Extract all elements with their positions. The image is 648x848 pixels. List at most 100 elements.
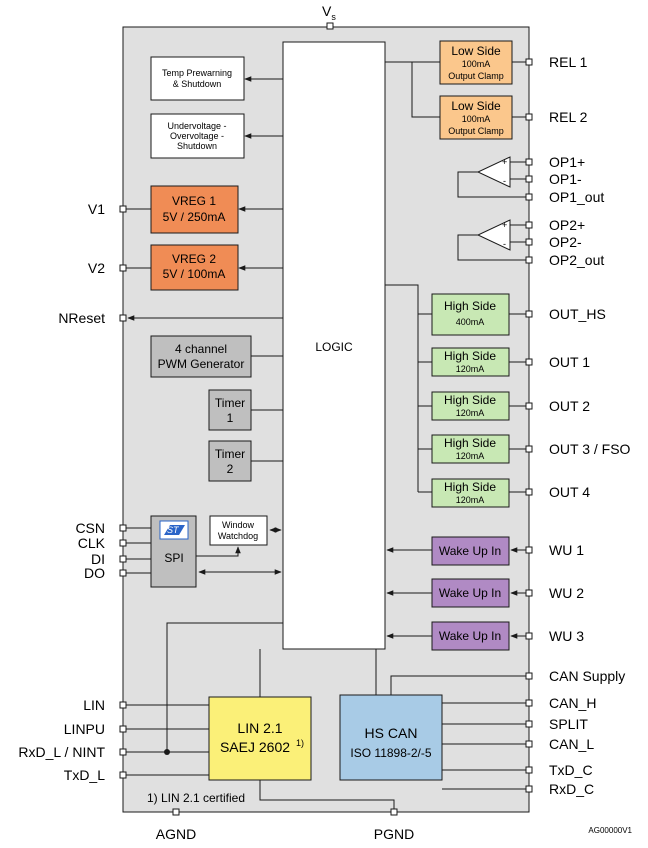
pin-rxd-c: RxD_C bbox=[549, 781, 594, 797]
lin-block bbox=[208, 696, 312, 781]
lowside1-line2: 100mA bbox=[462, 59, 491, 69]
hs4-line1: High Side bbox=[444, 480, 496, 494]
opamp1-plus: + bbox=[502, 157, 507, 167]
pin-out2: OUT 2 bbox=[549, 398, 590, 414]
timer2-line2: 2 bbox=[227, 462, 234, 476]
pin-wu2: WU 2 bbox=[549, 585, 584, 601]
pin-linpu: LINPU bbox=[64, 721, 105, 737]
pin-do: DO bbox=[84, 565, 105, 581]
figure-ref: AG00000V1 bbox=[588, 826, 632, 835]
lin-line1: LIN 2.1 bbox=[237, 720, 282, 736]
uv-block bbox=[150, 113, 245, 159]
wakeup-3 bbox=[431, 621, 510, 651]
vreg1-block bbox=[150, 185, 239, 234]
pin-op2out: OP2_out bbox=[549, 252, 604, 268]
hs4-line2: 120mA bbox=[456, 495, 485, 505]
lin-footnote-mark: 1) bbox=[296, 738, 304, 748]
hs1-line1: High Side bbox=[444, 349, 496, 363]
uv-line3: Shutdown bbox=[177, 141, 217, 151]
pin-op1m: OP1- bbox=[549, 171, 582, 187]
pin-txd-l: TxD_L bbox=[64, 767, 105, 783]
opamp-2 bbox=[476, 219, 511, 251]
pin-pgnd: PGND bbox=[374, 826, 414, 842]
lowside1-line3: Output Clamp bbox=[448, 71, 504, 81]
st-logo-icon: ST bbox=[159, 520, 189, 540]
highside-out3 bbox=[431, 434, 510, 464]
pin-op1out: OP1_out bbox=[549, 189, 604, 205]
vreg1-line2: 5V / 250mA bbox=[163, 210, 226, 224]
pin-out-hs: OUT_HS bbox=[549, 306, 606, 322]
uv-line2: Overvoltage - bbox=[170, 131, 224, 141]
opamp2-minus: - bbox=[503, 239, 506, 249]
hs3-line2: 120mA bbox=[456, 451, 485, 461]
pin-op2p: OP2+ bbox=[549, 217, 585, 233]
pin-out1: OUT 1 bbox=[549, 354, 590, 370]
can-block bbox=[339, 694, 443, 781]
temp-block bbox=[150, 56, 245, 101]
pin-op2m: OP2- bbox=[549, 234, 582, 250]
pin-di: DI bbox=[91, 551, 105, 567]
vreg2-line2: 5V / 100mA bbox=[163, 267, 226, 281]
svg-text:ST: ST bbox=[167, 525, 180, 535]
rxd-junction bbox=[164, 749, 170, 755]
pin-wu3: WU 3 bbox=[549, 628, 584, 644]
temp-line2: & Shutdown bbox=[173, 79, 222, 89]
highside-out-hs bbox=[431, 293, 510, 336]
lowside1-line1: Low Side bbox=[451, 44, 501, 58]
uv-line1: Undervoltage - bbox=[167, 121, 226, 131]
pin-clk: CLK bbox=[78, 535, 106, 551]
pin-can-h: CAN_H bbox=[549, 695, 596, 711]
pwm-line1: 4 channel bbox=[175, 342, 227, 356]
wakeup-2 bbox=[431, 578, 510, 608]
hs0-line2: 400mA bbox=[456, 317, 485, 327]
pwm-block bbox=[150, 335, 252, 378]
temp-line1: Temp Prewarning bbox=[162, 68, 232, 78]
wakeup3-label: Wake Up In bbox=[439, 629, 501, 643]
opamp2-plus: + bbox=[502, 220, 507, 230]
hs3-line1: High Side bbox=[444, 436, 496, 450]
spi-label: SPI bbox=[164, 551, 183, 565]
pin-op1p: OP1+ bbox=[549, 154, 585, 170]
wakeup-1 bbox=[431, 536, 510, 566]
pin-out3: OUT 3 / FSO bbox=[549, 441, 631, 457]
lowside-block-1 bbox=[439, 40, 513, 85]
wakeup2-label: Wake Up In bbox=[439, 586, 501, 600]
vreg2-line1: VREG 2 bbox=[172, 252, 216, 266]
timer1-block bbox=[208, 389, 252, 431]
lowside-block-2 bbox=[439, 95, 513, 140]
lowside2-line3: Output Clamp bbox=[448, 126, 504, 136]
highside-out2 bbox=[431, 391, 510, 421]
lin-line2: SAEJ 2602 bbox=[220, 739, 290, 755]
logic-block bbox=[282, 41, 386, 650]
pwm-line2: PWM Generator bbox=[158, 357, 245, 371]
can-line2: ISO 11898-2/-5 bbox=[350, 746, 431, 760]
vreg1-line1: VREG 1 bbox=[172, 194, 216, 208]
pin-txd-c: TxD_C bbox=[549, 762, 593, 778]
vs-label: Vs bbox=[322, 3, 336, 22]
pin-lin: LIN bbox=[83, 697, 105, 713]
opamp1-minus: - bbox=[503, 176, 506, 186]
pin-can-l: CAN_L bbox=[549, 736, 594, 752]
pin-rel2: REL 2 bbox=[549, 109, 588, 125]
pin-rxd-l: RxD_L / NINT bbox=[18, 744, 105, 760]
timer2-block bbox=[208, 440, 252, 482]
pin-rel1: REL 1 bbox=[549, 54, 588, 70]
hs1-line2: 120mA bbox=[456, 364, 485, 374]
watchdog-line2: Watchdog bbox=[218, 531, 258, 541]
pin-agnd: AGND bbox=[156, 826, 196, 842]
hs0-line1: High Side bbox=[444, 299, 496, 313]
pin-v2: V2 bbox=[88, 260, 105, 276]
footnote: 1) LIN 2.1 certified bbox=[147, 791, 245, 805]
highside-out4 bbox=[431, 478, 510, 508]
logic-label: LOGIC bbox=[315, 340, 353, 354]
timer1-line1: Timer bbox=[215, 396, 245, 410]
timer2-line1: Timer bbox=[215, 447, 245, 461]
watchdog-line1: Window bbox=[222, 520, 255, 530]
watchdog-block bbox=[209, 515, 268, 546]
pins bbox=[119, 58, 533, 816]
pin-nreset: NReset bbox=[58, 310, 105, 326]
can-line1: HS CAN bbox=[365, 725, 418, 741]
lowside2-line2: 100mA bbox=[462, 114, 491, 124]
hs2-line2: 120mA bbox=[456, 408, 485, 418]
